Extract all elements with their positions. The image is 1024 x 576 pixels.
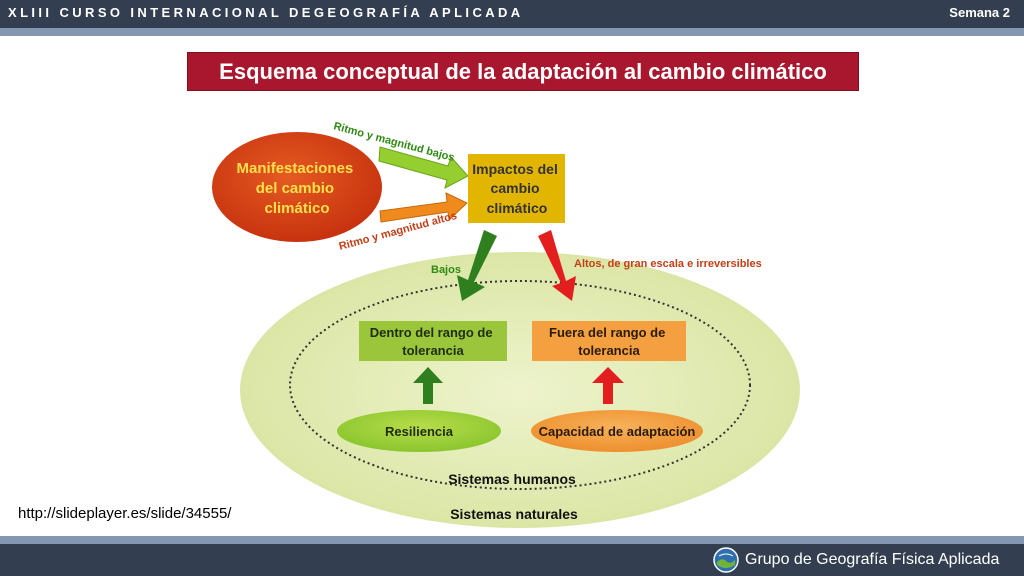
- course-title: XLIII CURSO INTERNACIONAL DEGEOGRAFÍA AP…: [8, 5, 524, 20]
- impactos-label: Impactos del cambio climático: [472, 161, 561, 216]
- impactos-box: [468, 154, 565, 223]
- bajos-label: Bajos: [431, 264, 461, 276]
- week-label: Semana 2: [949, 5, 1010, 20]
- arrow-altos: [379, 192, 468, 223]
- human-systems-ellipse: [289, 280, 751, 490]
- footer-bar: [0, 544, 1024, 576]
- dentro-label: Dentro del rango de tolerancia: [370, 325, 496, 358]
- fuera-box: [532, 321, 686, 361]
- fuera-label: Fuera del rango de tolerancia: [549, 325, 669, 358]
- footer-stripe: [0, 536, 1024, 544]
- header-stripe: [0, 28, 1024, 36]
- altos-label: Altos, de gran escala e irreversibles: [574, 258, 762, 270]
- manifestaciones-ellipse: [212, 132, 382, 242]
- globe-logo-icon: [713, 547, 739, 573]
- resiliencia-oval: [337, 410, 501, 452]
- source-link[interactable]: http://slideplayer.es/slide/34555/: [18, 505, 232, 522]
- manifestaciones-label: Manifestaciones del cambio climático: [237, 160, 358, 217]
- slide-title: Esquema conceptual de la adaptación al c…: [187, 52, 859, 91]
- sistemas-humanos-label: Sistemas humanos: [448, 471, 576, 487]
- header-bar: XLIII CURSO INTERNACIONAL DEGEOGRAFÍA AP…: [0, 0, 1024, 28]
- capacidad-label: Capacidad de adaptación: [539, 424, 696, 439]
- sistemas-naturales-label: Sistemas naturales: [450, 506, 578, 522]
- capacidad-oval: [531, 410, 703, 452]
- arrow-up-capacidad: [592, 367, 624, 404]
- resiliencia-label: Resiliencia: [385, 424, 454, 439]
- arrow-bajos: [378, 146, 469, 189]
- group-name: Grupo de Geografía Física Aplicada: [745, 551, 1000, 568]
- arrow-up-resiliencia: [413, 367, 443, 404]
- dentro-box: [359, 321, 507, 361]
- arrow-down-altos: [538, 230, 576, 301]
- arrow-down-bajos: [457, 230, 497, 301]
